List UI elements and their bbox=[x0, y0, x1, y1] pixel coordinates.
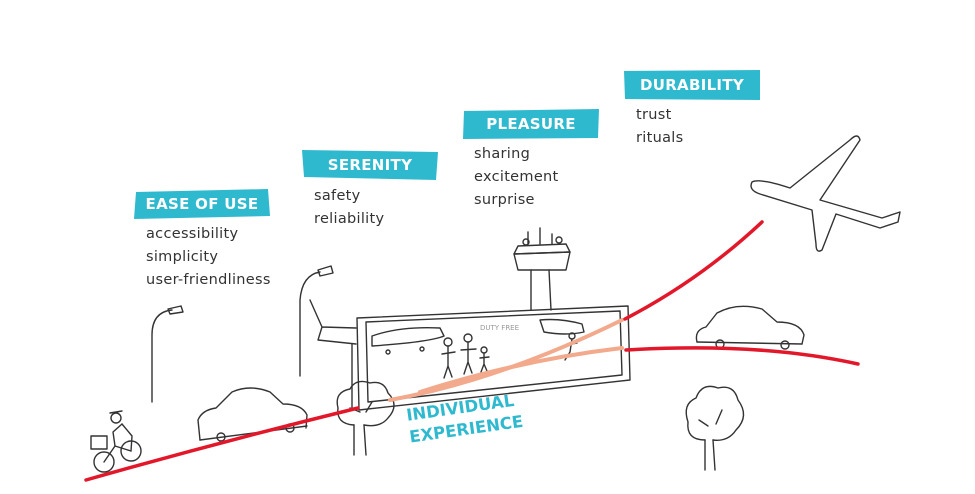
control-tower-icon bbox=[513, 227, 571, 311]
list-item: surprise bbox=[474, 192, 535, 208]
stage-label-serenity: SERENITY bbox=[302, 150, 438, 180]
experience-curve-left bbox=[84, 406, 360, 482]
list-item: reliability bbox=[314, 211, 385, 227]
list-item: user-friendliness bbox=[146, 272, 271, 288]
experience-curve-ground bbox=[624, 346, 860, 366]
tree-icon bbox=[336, 380, 395, 456]
family-icon bbox=[441, 333, 490, 379]
list-item: rituals bbox=[636, 130, 684, 146]
list-item: accessibility bbox=[146, 226, 239, 242]
list-item: excitement bbox=[474, 169, 559, 185]
stage-items-serenity: safety reliability bbox=[314, 185, 384, 231]
duty-free-sign: DUTY FREE bbox=[480, 324, 519, 332]
individual-experience-curve bbox=[418, 346, 624, 394]
tree-icon bbox=[685, 385, 745, 471]
stage-items-ease-of-use: accessibility simplicity user-friendline… bbox=[146, 223, 271, 292]
terminal-billboard bbox=[351, 305, 631, 411]
stage-items-durability: trust rituals bbox=[636, 104, 683, 150]
street-lamp-icon bbox=[151, 305, 184, 403]
stage-label-pleasure: PLEASURE bbox=[463, 109, 599, 139]
cyclist-icon bbox=[90, 410, 142, 473]
airplane-icon bbox=[309, 299, 357, 345]
list-item: simplicity bbox=[146, 249, 219, 265]
stage-label-durability: DURABILITY bbox=[624, 70, 760, 100]
car-icon bbox=[695, 305, 805, 350]
list-item: trust bbox=[636, 107, 672, 123]
stage-items-pleasure: sharing excitement surprise bbox=[474, 143, 559, 212]
list-item: safety bbox=[314, 188, 361, 204]
stage-label-ease-of-use: EASE OF USE bbox=[134, 189, 270, 219]
airplane-icon bbox=[750, 135, 901, 252]
experience-curve-right bbox=[623, 220, 764, 321]
street-lamp-icon bbox=[299, 265, 334, 377]
list-item: sharing bbox=[474, 146, 531, 162]
